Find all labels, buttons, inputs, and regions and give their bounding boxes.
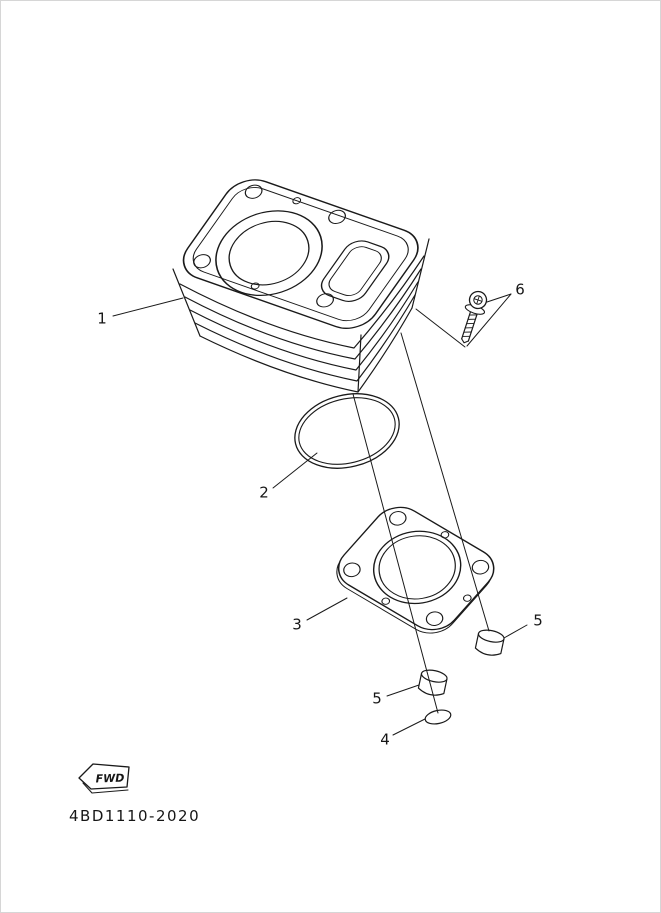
callout-2-o-ring: 2 — [259, 483, 269, 502]
bolt-axis-line — [415, 308, 466, 348]
part-code: 4BD1110-2020 — [69, 807, 201, 825]
fwd-flag-shadow — [82, 782, 129, 794]
leader-6b — [466, 293, 512, 347]
leader-lines — [112, 293, 528, 736]
leader-5-lower — [386, 684, 420, 697]
plug-part — [424, 709, 452, 725]
dowel-pin-upper — [474, 629, 505, 656]
callout-1-cylinder: 1 — [97, 309, 107, 328]
callout-3-gasket: 3 — [292, 615, 302, 634]
leader-4 — [392, 718, 426, 736]
leader-6a — [486, 293, 512, 303]
cooling-fins — [172, 238, 430, 393]
leader-1 — [112, 297, 184, 317]
fwd-flag: FWD — [78, 763, 130, 794]
callout-5-dowel-lower: 5 — [372, 689, 382, 708]
fwd-label: FWD — [95, 772, 124, 786]
callout-5-dowel-upper: 5 — [533, 611, 543, 630]
base-gasket-part — [336, 506, 495, 634]
leader-5-upper — [503, 624, 528, 639]
callout-4-plug: 4 — [380, 730, 390, 749]
leader-3 — [306, 597, 348, 621]
fwd-arrow-icon — [78, 763, 130, 790]
callout-6-bolt: 6 — [515, 280, 525, 299]
cylinder-part — [172, 179, 430, 393]
dowel-axis-line — [400, 332, 490, 632]
assembly-axis-line — [352, 393, 439, 714]
leader-2 — [272, 452, 318, 489]
bolt-part — [461, 290, 488, 344]
o-ring-part — [294, 393, 400, 469]
